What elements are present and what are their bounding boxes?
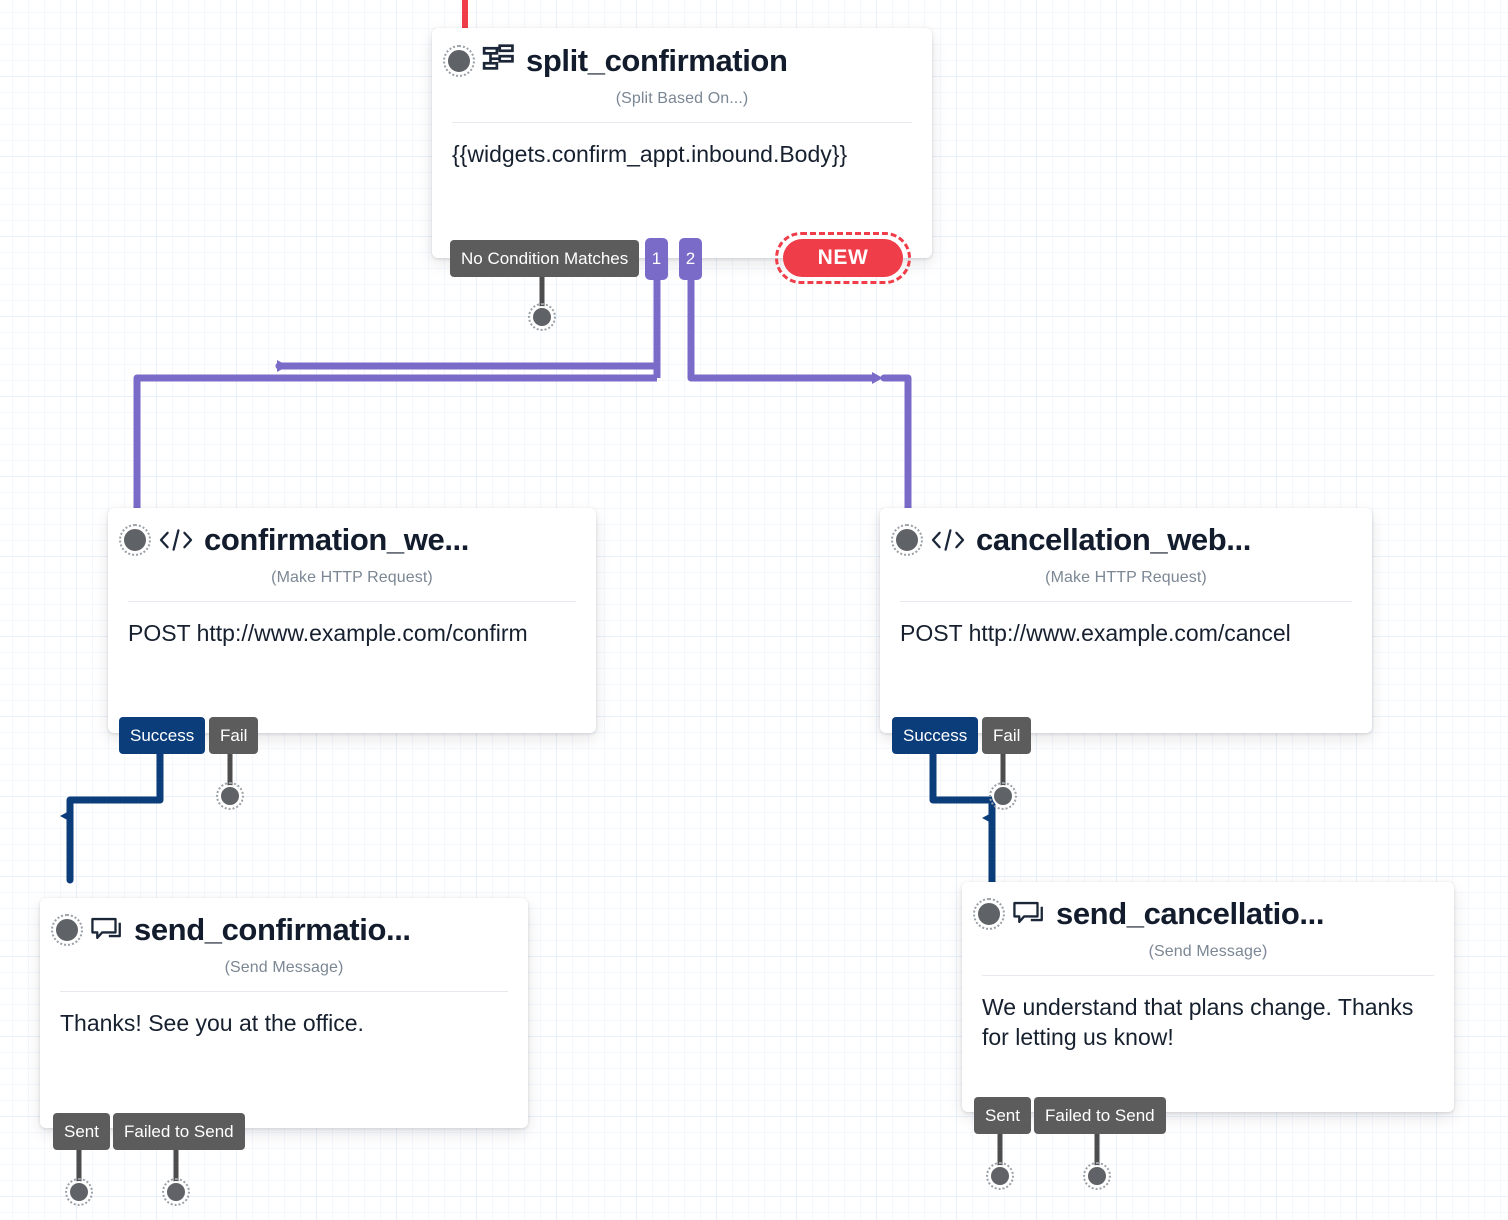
port-chip-cancellation-success[interactable]: Success <box>892 717 979 754</box>
new-button-focus-ring <box>775 232 911 284</box>
message-icon <box>90 915 124 945</box>
node-send-cancellation[interactable]: send_cancellatio... (Send Message) We un… <box>962 882 1454 1112</box>
wire-confirmation-success <box>60 747 164 884</box>
code-icon <box>930 525 966 555</box>
port-dot-send-confirmation-failed[interactable] <box>162 1178 190 1206</box>
node-body-text: POST http://www.example.com/cancel <box>900 619 1291 646</box>
divider <box>982 974 1434 976</box>
divider <box>900 600 1352 602</box>
code-icon <box>158 525 194 555</box>
port-chip-confirmation-fail[interactable]: Fail <box>209 717 259 754</box>
input-port-dot[interactable] <box>891 524 923 557</box>
node-confirmation-webhook[interactable]: confirmation_we... (Make HTTP Request) P… <box>108 508 596 733</box>
wire-split-2-to-cancellation <box>687 273 912 516</box>
node-header: send_cancellatio... <box>962 882 1454 931</box>
node-subtitle: (Split Based On...) <box>615 90 749 107</box>
wire-cancellation-success <box>929 747 996 900</box>
node-subtitle: (Send Message) <box>1148 942 1268 960</box>
input-port-dot[interactable] <box>973 898 1005 931</box>
node-title: split_confirmation <box>526 44 788 78</box>
port-chip-send-cancellation-sent[interactable]: Sent <box>974 1097 1031 1134</box>
node-cancellation-webhook[interactable]: cancellation_web... (Make HTTP Request) … <box>880 508 1372 733</box>
node-title: send_confirmatio... <box>134 914 411 947</box>
wire-split-1-to-confirmation <box>133 273 661 516</box>
node-title: send_cancellatio... <box>1056 898 1325 931</box>
node-body-text: {{widgets.confirm_appt.inbound.Body}} <box>452 141 848 167</box>
divider <box>60 990 508 992</box>
node-body-text: Thanks! See you at the office. <box>60 1009 364 1036</box>
node-header: send_confirmatio... <box>40 898 528 947</box>
input-port-dot[interactable] <box>443 45 475 77</box>
input-port-dot[interactable] <box>119 524 151 557</box>
node-header: confirmation_we... <box>108 508 596 557</box>
node-subtitle: (Make HTTP Request) <box>271 568 433 586</box>
node-body-text: POST http://www.example.com/confirm <box>128 619 528 646</box>
port-dot-send-confirmation-sent[interactable] <box>65 1178 93 1206</box>
port-chip-cancellation-fail[interactable]: Fail <box>982 717 1032 754</box>
port-chip-confirmation-success[interactable]: Success <box>119 717 206 754</box>
node-subtitle: (Send Message) <box>224 958 344 976</box>
port-chip-send-confirmation-sent[interactable]: Sent <box>53 1113 110 1150</box>
new-button[interactable]: NEW <box>783 239 903 277</box>
node-body-text: We understand that plans change. Thanks … <box>982 993 1414 1051</box>
node-header: split_confirmation <box>432 28 932 78</box>
port-chip-no-condition-matches[interactable]: No Condition Matches <box>450 240 640 277</box>
port-chip-send-confirmation-failed[interactable]: Failed to Send <box>113 1113 245 1150</box>
divider <box>128 600 576 602</box>
divider <box>452 122 912 123</box>
node-subtitle: (Make HTTP Request) <box>1045 568 1207 586</box>
split-icon <box>482 44 516 78</box>
port-dot-confirmation-fail[interactable] <box>216 782 244 810</box>
node-title: cancellation_web... <box>976 524 1251 557</box>
input-port-dot[interactable] <box>51 914 83 947</box>
node-split-confirmation[interactable]: split_confirmation (Split Based On...) {… <box>432 28 932 258</box>
node-title: confirmation_we... <box>204 524 469 557</box>
port-chip-2[interactable]: 2 <box>679 238 702 280</box>
node-header: cancellation_web... <box>880 508 1372 557</box>
port-dot-no-condition-matches[interactable] <box>528 303 556 331</box>
port-dot-cancellation-fail[interactable] <box>989 782 1017 810</box>
port-chip-send-cancellation-failed[interactable]: Failed to Send <box>1034 1097 1166 1134</box>
message-icon <box>1012 899 1046 929</box>
port-dot-send-cancellation-failed[interactable] <box>1083 1162 1111 1190</box>
node-send-confirmation[interactable]: send_confirmatio... (Send Message) Thank… <box>40 898 528 1128</box>
port-chip-1[interactable]: 1 <box>645 238 668 280</box>
port-dot-send-cancellation-sent[interactable] <box>986 1162 1014 1190</box>
